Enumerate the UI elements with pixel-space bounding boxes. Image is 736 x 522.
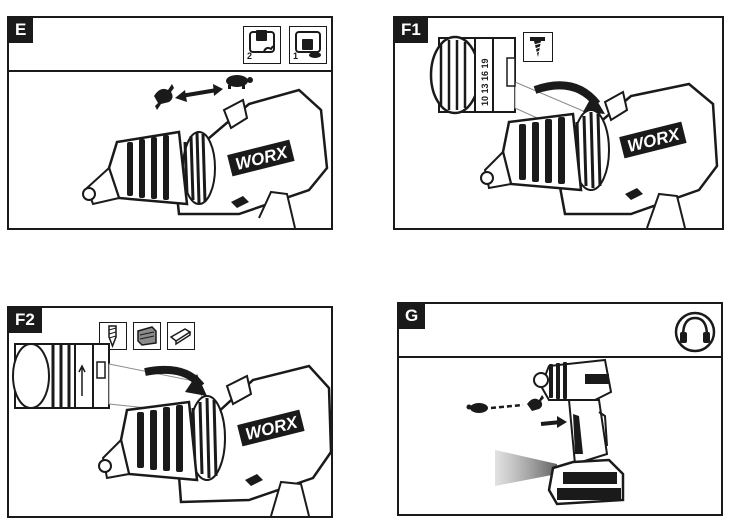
- gear-low-icon: 2: [243, 26, 281, 64]
- turtle-icon: [466, 403, 488, 413]
- panel-g-tag: G: [399, 304, 426, 329]
- trigger-arrow-icon: [540, 416, 567, 428]
- panel-e-header: [9, 18, 331, 72]
- drill-illustration-f2: WORX: [12, 343, 331, 516]
- turtle-icon: [226, 75, 253, 89]
- double-arrow-icon: [175, 84, 223, 102]
- wood-icon: [133, 322, 161, 350]
- panel-f2: F2: [7, 306, 333, 518]
- drill-illustration-f1: 10 13 16 19 WORX: [429, 35, 719, 228]
- collar-numbers: 10 13 16 19: [480, 58, 490, 106]
- panel-e-tag: E: [9, 18, 34, 43]
- ear-protection-icon: [674, 311, 716, 353]
- metal-icon: [167, 322, 195, 350]
- gear-low-number: 2: [247, 51, 253, 61]
- panel-e: E 2 1: [7, 16, 333, 230]
- drill-illustration-e: WORX: [82, 75, 329, 228]
- screw-icon: [523, 32, 553, 62]
- panel-g: G: [397, 302, 723, 516]
- panel-f2-tag: F2: [9, 308, 42, 333]
- light-beam-icon: [495, 450, 557, 486]
- panel-g-header: [399, 304, 721, 358]
- gear-high-number: 1: [293, 51, 299, 61]
- rabbit-icon: [527, 395, 544, 411]
- drill-illustration-g: [466, 311, 716, 506]
- rabbit-icon: [154, 84, 174, 110]
- panel-f1-tag: F1: [395, 18, 428, 43]
- panel-f1: F1 10 13 16 19: [393, 16, 724, 230]
- gear-high-icon: 1: [289, 26, 327, 64]
